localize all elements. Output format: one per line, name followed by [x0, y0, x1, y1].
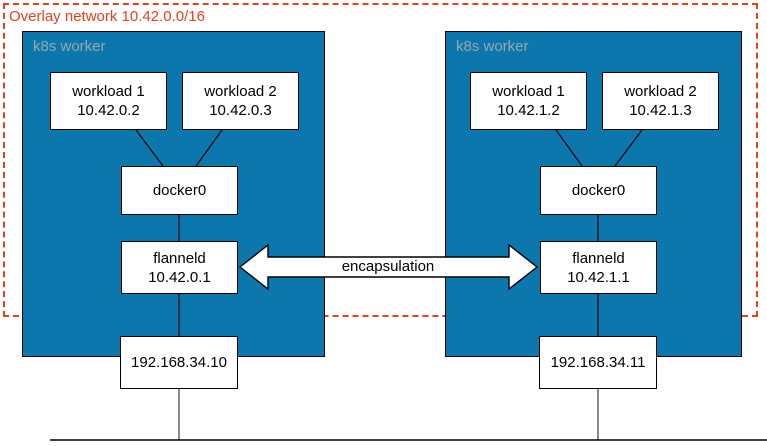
workload-name: workload 1: [492, 83, 565, 100]
docker-bridge-name: docker0: [152, 182, 207, 199]
workload-box-2b[interactable]: workload 2 10.42.1.3: [602, 72, 719, 130]
host-ip-box-1[interactable]: 192.168.34.10: [120, 336, 238, 389]
host-ip: 192.168.34.10: [131, 354, 227, 371]
workload-name: workload 2: [204, 83, 277, 100]
workload-name: workload 1: [72, 83, 145, 100]
flanneld-ip: 10.42.0.1: [148, 268, 211, 286]
docker-bridge-name: docker0: [571, 182, 626, 199]
flanneld-ip: 10.42.1.1: [567, 268, 630, 286]
workload-box-2a[interactable]: workload 1 10.42.1.2: [470, 72, 587, 130]
worker-node-1-label: k8s worker: [33, 38, 106, 55]
workload-ip: 10.42.0.3: [209, 102, 272, 119]
overlay-network-label: Overlay network 10.42.0.0/16: [9, 8, 205, 25]
flanneld-name: flanneld: [572, 249, 625, 267]
flanneld-box-2[interactable]: flanneld 10.42.1.1: [540, 241, 657, 294]
flanneld-box-1[interactable]: flanneld 10.42.0.1: [121, 241, 238, 294]
overlay-network-region: [3, 3, 758, 317]
docker-bridge-box-2[interactable]: docker0: [540, 166, 657, 215]
host-ip-box-2[interactable]: 192.168.34.11: [539, 336, 657, 389]
worker-node-2-label: k8s worker: [456, 38, 529, 55]
workload-ip: 10.42.0.2: [77, 102, 140, 119]
docker-bridge-box-1[interactable]: docker0: [121, 166, 238, 215]
encapsulation-label: encapsulation: [341, 258, 435, 275]
workload-box-1b[interactable]: workload 2 10.42.0.3: [182, 72, 299, 130]
host-ip: 192.168.34.11: [550, 354, 646, 371]
workload-ip: 10.42.1.2: [497, 102, 560, 119]
workload-ip: 10.42.1.3: [629, 102, 692, 119]
workload-name: workload 2: [624, 83, 697, 100]
workload-box-1a[interactable]: workload 1 10.42.0.2: [50, 72, 167, 130]
flanneld-name: flanneld: [153, 249, 206, 267]
